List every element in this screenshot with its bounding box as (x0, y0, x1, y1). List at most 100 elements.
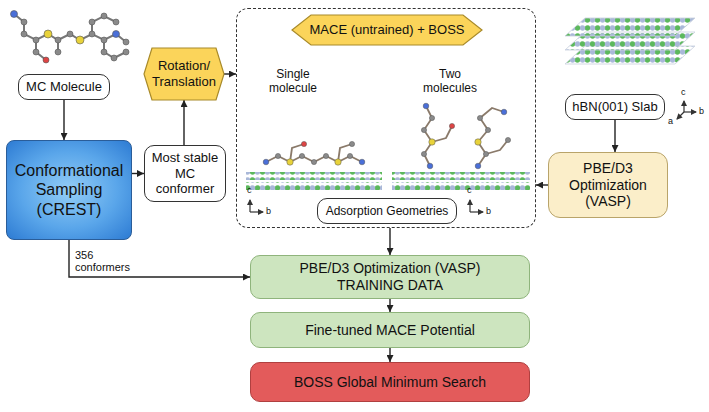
hexagon-shape (292, 15, 482, 45)
connector-arrow (63, 100, 64, 140)
atom (33, 49, 39, 55)
atom (55, 49, 61, 55)
connector-arrow (389, 228, 390, 255)
axis-label: c (247, 185, 252, 195)
slab-layer (392, 182, 530, 190)
atom (349, 141, 354, 146)
atom (485, 127, 490, 132)
connector-arrow (536, 184, 548, 185)
node-text: MC Molecule (25, 79, 103, 95)
axis-label: b (266, 206, 271, 216)
node-text: MACE (untrained) + BOSS (300, 22, 474, 38)
input-box: hBN(001) Slab (565, 94, 665, 120)
atom (44, 30, 52, 38)
atom (301, 141, 306, 146)
atom (421, 151, 426, 156)
bond (478, 108, 504, 166)
atom (21, 31, 27, 37)
input-box: MC Molecule (18, 74, 110, 100)
atom (505, 137, 510, 142)
atom (113, 31, 120, 38)
atom (429, 139, 435, 145)
atom (55, 37, 61, 43)
process-box: Fine-tuned MACE Potential (250, 312, 530, 348)
node-text: Single molecule (262, 67, 324, 96)
axis-label: a (668, 116, 673, 126)
process-box: Conformational Sampling (CREST) (6, 140, 132, 240)
atom (76, 36, 84, 44)
atom (111, 55, 117, 61)
atom (123, 39, 129, 45)
mc-molecule-atoms (11, 11, 130, 64)
atom (477, 115, 482, 120)
atom (287, 159, 293, 165)
adsorbed-molecules (266, 106, 508, 166)
node-text: Rotation/ Translation (152, 58, 216, 89)
atom (21, 19, 27, 25)
atom (43, 57, 49, 63)
atom (423, 103, 429, 109)
axis-line (469, 200, 470, 212)
atom (449, 123, 454, 128)
axis-label: c (467, 185, 472, 195)
connector-arrow (389, 299, 390, 312)
node-text: Conformational Sampling (CREST) (13, 161, 125, 219)
atom (429, 115, 434, 120)
axis-line (677, 112, 684, 119)
connector-arrow (183, 100, 184, 145)
hbn-slab (565, 18, 695, 64)
atom (359, 159, 365, 165)
connector-arrow (69, 240, 250, 277)
process-hexagon: MACE (untrained) + BOSS (292, 15, 482, 45)
process-box: PBE/D3 Optimization (VASP)TRAINING DATA (250, 255, 530, 299)
atom (113, 19, 119, 25)
atom (275, 153, 280, 158)
hexagon-shape (144, 48, 224, 100)
axis-line (684, 111, 696, 112)
atom (475, 163, 481, 169)
atom (427, 163, 433, 169)
node-text: Most stable MC conformer (151, 150, 219, 197)
atom (33, 37, 39, 43)
dashed-region: Single molecule Two molecules MACE (untrai… (236, 8, 536, 228)
atom (483, 151, 488, 156)
node-text: hBN(001) Slab (572, 99, 658, 115)
connector-arrow (224, 73, 236, 74)
bond (14, 14, 126, 42)
node-text: PBE/D3 Optimization (VASP) (257, 260, 523, 277)
atom (11, 11, 18, 18)
slab-layer (246, 172, 382, 180)
slab-layer (565, 18, 695, 36)
atom (123, 49, 129, 55)
process-box: PBE/D3 Optimization (VASP) (548, 152, 668, 218)
adsorption-slab (246, 172, 530, 190)
result-box: BOSS Global Minimum Search (250, 362, 530, 402)
axis-line (250, 211, 263, 212)
axis-triad (677, 101, 696, 119)
atom (323, 153, 328, 158)
connector-arrow (389, 348, 390, 362)
axis-label: b (699, 106, 704, 116)
intermediate-box: Most stable MC conformer (144, 145, 226, 202)
atom (89, 31, 95, 37)
atom (299, 153, 304, 158)
connector-arrow (614, 120, 615, 152)
adsorbed-atoms (263, 103, 510, 169)
output-box: Adsorption Geometries (317, 198, 457, 224)
node-text: Adsorption Geometries (324, 204, 450, 218)
process-hexagon: Rotation/ Translation (144, 48, 224, 100)
axis-line (683, 101, 684, 112)
atom (347, 153, 352, 158)
atom (263, 159, 269, 165)
node-text: Two molecules (417, 67, 483, 96)
axis-label: b (486, 206, 491, 216)
node-text: BOSS Global Minimum Search (257, 374, 523, 391)
axis-line (249, 200, 250, 212)
axis-line (470, 211, 483, 212)
mc-molecule (14, 14, 126, 60)
axis-label: c (681, 87, 686, 97)
bond (432, 126, 452, 142)
bond (424, 106, 432, 166)
bond (486, 140, 508, 154)
